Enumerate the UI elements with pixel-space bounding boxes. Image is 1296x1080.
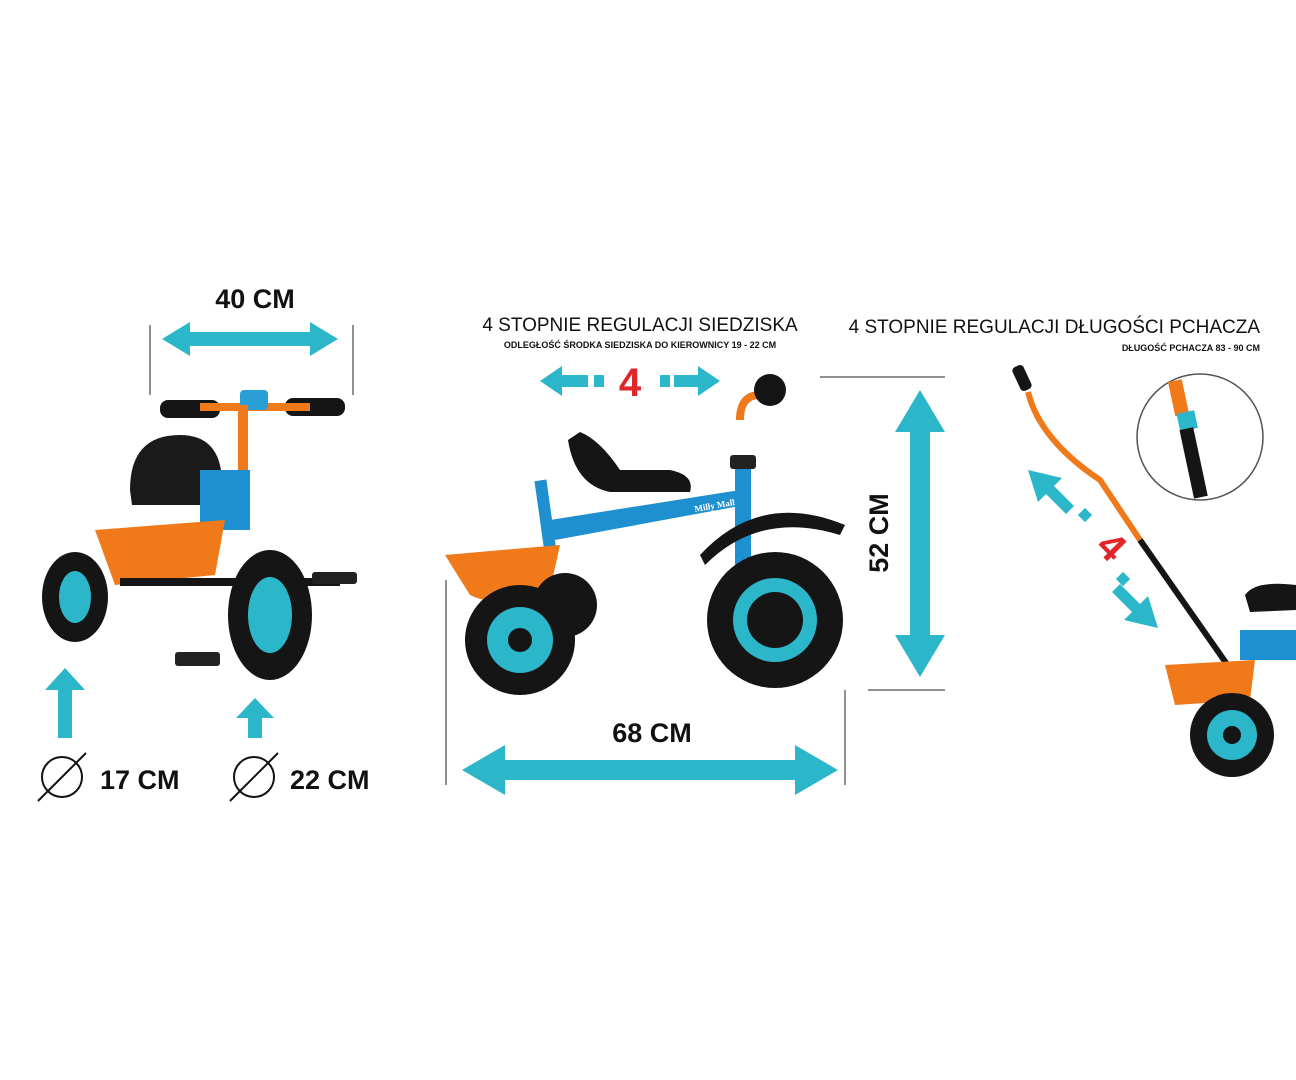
rear-wheel-diameter-label: 17 CM [100,765,180,795]
length-label: 68 CM [612,718,692,748]
width-label: 40 CM [215,284,295,314]
seat-adjust-arrow-icon [540,366,720,396]
diameter-icon [229,752,279,802]
push-tricycle-image [1012,364,1296,777]
seat-steps-number: 4 [619,361,642,405]
height-double-arrow-icon [895,390,945,677]
push-adjust-title: 4 STOPNIE REGULACJI DŁUGOŚCI PCHACZA [849,316,1261,338]
seat-adjust-title: 4 STOPNIE REGULACJI SIEDZISKA [482,315,798,336]
side-tricycle-image: Milly Mally [445,374,845,695]
length-double-arrow-icon [462,745,838,795]
rear-wheel-arrow-icon [45,668,85,738]
diameter-icon [37,752,87,802]
push-handle-view: 4 STOPNIE REGULACJI DŁUGOŚCI PCHACZA DŁU… [849,316,1296,777]
seat-adjust-subtitle: ODLEGŁOŚĆ ŚRODKA SIEDZISKA DO KIEROWNICY… [504,339,776,350]
width-double-arrow-icon [162,322,338,356]
height-label: 52 CM [864,493,894,573]
front-view: 40 CM 17 CM [37,284,370,802]
front-wheel-diameter-label: 22 CM [290,765,370,795]
front-wheel-arrow-icon [236,698,274,738]
push-steps-number: 4 [1088,523,1135,570]
side-view: 4 STOPNIE REGULACJI SIEDZISKA ODLEGŁOŚĆ … [445,315,945,795]
front-tricycle-image [42,390,357,680]
push-adjust-arrow-icon [1028,470,1158,628]
push-adjust-subtitle: DŁUGOŚĆ PCHACZA 83 - 90 CM [1122,342,1260,353]
handle-detail-inset [1136,373,1264,501]
